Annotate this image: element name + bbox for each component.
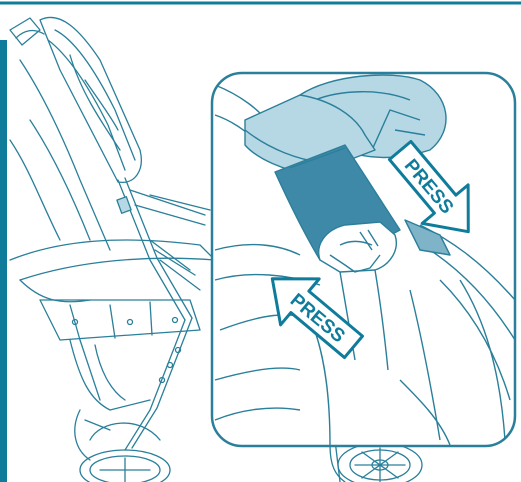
inset-panel	[212, 73, 515, 446]
left-edge-bar	[0, 40, 7, 482]
